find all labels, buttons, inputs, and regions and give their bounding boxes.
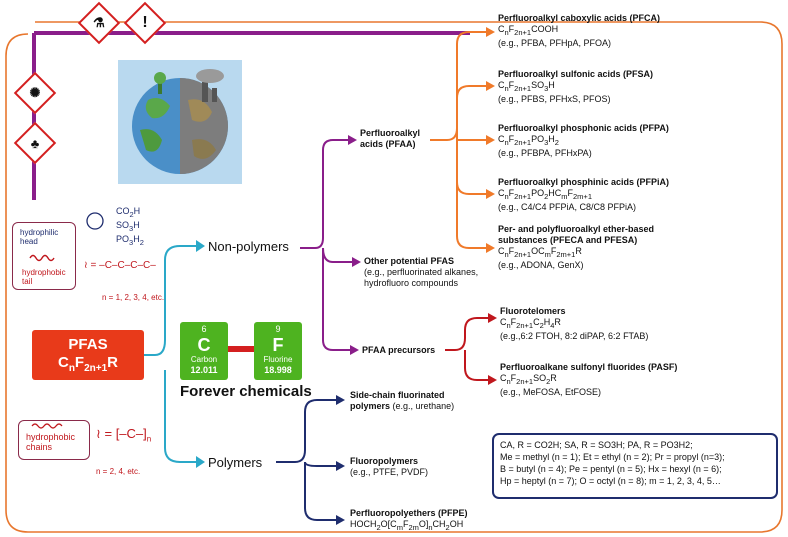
carbon-name: Carbon — [190, 355, 218, 364]
pfaa-precursors-title: PFAA precursors — [362, 345, 436, 355]
pfpia-item: Perfluoroalkyl phosphinic acids (PFPiA)C… — [498, 177, 670, 212]
carbon-element-tile: 6 C Carbon 12.011 — [180, 322, 228, 380]
pfca-item: Perfluoroalkyl caboxylic acids (PFCA)CnF… — [498, 13, 661, 48]
legend-line-1: CA, R = CO2H; SA, R = SO3H; PA, R = PO3H… — [500, 440, 693, 450]
fluorine-name: Fluorine — [263, 355, 293, 364]
pfpa-item: Perfluoroalkyl phosphonic acids (PFPA)Cn… — [498, 123, 669, 158]
fluorine-symbol: F — [272, 335, 284, 355]
polymer-structure: ≀ = [–C–]n — [96, 426, 152, 444]
pfas-title: PFAS — [68, 336, 108, 353]
hydrophilic-head-icon — [86, 212, 104, 230]
pfas-box: PFAS CnF2n+1R — [32, 330, 144, 380]
fluorine-element-tile: 9 F Fluorine 18.998 — [254, 322, 302, 380]
pfsa-item: Perfluoroalkyl sulfonic acids (PFSA)CnF2… — [498, 69, 654, 104]
abbreviation-legend: CA, R = CO2H; SA, R = SO3H; PA, R = PO3H… — [492, 433, 778, 499]
fluorine-number: 9 — [275, 324, 281, 334]
other-pfas: Other potential PFAS(e.g., perfluorinate… — [364, 256, 479, 288]
pasf-item: Perfluoroalkane sulfonyl fluorides (PASF… — [500, 362, 678, 397]
fluoropolymers-item: Fluoropolymers(e.g., PTFE, PVDF) — [350, 456, 429, 477]
carbon-symbol: C — [197, 335, 211, 355]
polymer-wave-icon — [31, 423, 63, 429]
legend-line-2: Me = methyl (n = 1); Et = ethyl (n = 2);… — [500, 452, 725, 462]
legend-line-4: Hp = heptyl (n = 7); O = octyl (n = 8); … — [500, 476, 721, 486]
polymer-chain-box — [18, 420, 90, 460]
earth-globe-icon — [118, 60, 242, 184]
polymer-n-note: n = 2, 4, etc. — [96, 467, 141, 476]
surfactant-tail-icon — [29, 254, 55, 262]
non-polymers-label: Non-polymers — [208, 239, 289, 254]
polymers-label: Polymers — [208, 455, 263, 470]
pfpe-item: Perfluoropolyethers (PFPE)HOCH2O[CmF2mO]… — [350, 508, 468, 532]
pfas-formula: CnF2n+1R — [57, 354, 119, 374]
forever-chemicals-label: Forever chemicals — [180, 383, 312, 400]
surfactant-n-note: n = 1, 2, 3, 4, etc. — [102, 293, 165, 302]
carbon-weight: 12.011 — [190, 365, 218, 375]
carbon-number: 6 — [201, 324, 207, 334]
legend-line-3: B = butyl (n = 4); Pe = pentyl (n = 5); … — [500, 464, 722, 474]
surfactant-structure: ≀ = –C–C–C–C– — [84, 260, 156, 271]
fluorine-weight: 18.998 — [264, 365, 292, 375]
